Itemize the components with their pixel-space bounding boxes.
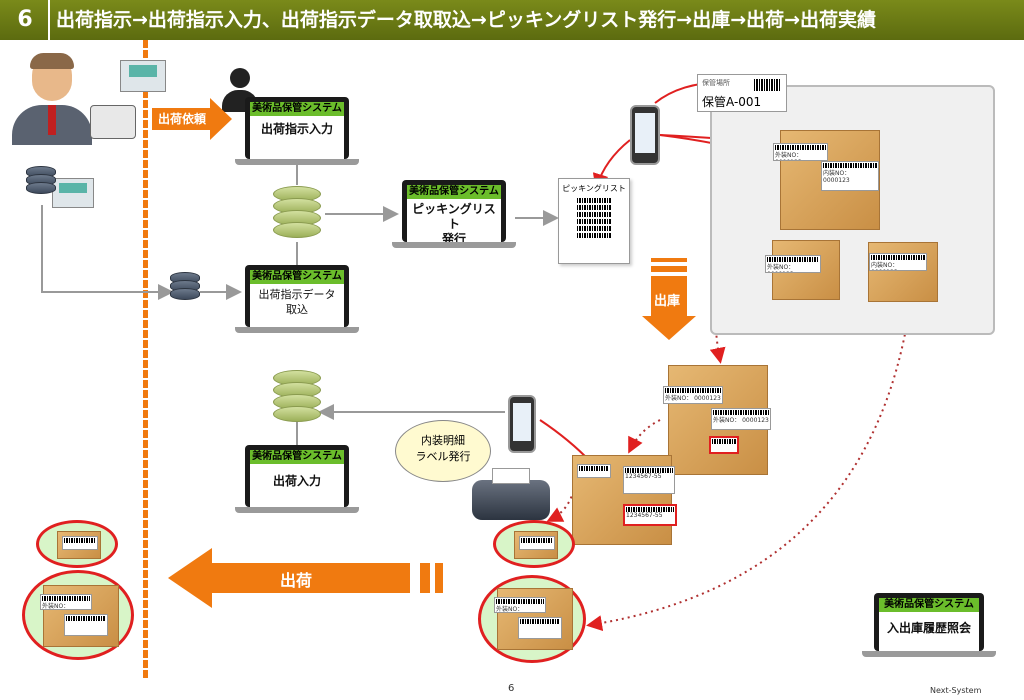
header-bar [0,0,1024,40]
handheld-scanner [630,105,660,165]
laptop-data-import: 美術品保管システム出荷指示データ取込 [245,265,349,327]
staged-item-small [493,520,575,568]
gray-connector-1 [41,160,559,445]
outbound-label: 出庫 [654,294,681,309]
shipped-item-large: 外装NO： 0000123 [22,570,134,660]
ship-label: 出荷 [280,571,313,590]
cardboard-box: 外装NO： 0000123 [765,240,840,300]
picking-list-document: ピッキングリスト [558,178,630,264]
slide-number: 6 [17,7,33,32]
laptop-ship-input: 美術品保管システム出荷入力 [245,445,349,507]
brand-footer: Next-System [930,686,982,695]
slide-title: 出荷指示→出荷指示入力、出荷指示データ取取込→ピッキングリスト発行→出庫→出荷→… [56,9,877,31]
mail-icon [120,60,166,92]
system-band: 美術品保管システム [250,102,344,116]
database-icon-ship [273,370,321,422]
cardboard-box: 外装NO： 0000123内装NO： 0000123 [773,130,880,230]
server-icon [26,166,56,194]
handheld-scanner-2 [508,395,536,453]
label-printer-icon [472,468,550,520]
request-arrow [152,108,212,130]
ship-arrow [210,563,410,593]
request-label: 出荷依頼 [158,112,207,126]
outbound-arrow [651,258,687,262]
boundary-line [143,40,148,680]
laptop-instruction-input: 美術品保管システム出荷指示入力 [245,97,349,159]
laptop-picking-list: 美術品保管システムピッキングリスト発行 [402,180,506,246]
laptop-history: 美術品保管システム入出庫履歴照会 [874,593,984,651]
person-icon [12,53,102,145]
location-tag: 保管場所 保管A-001 [697,74,787,112]
page-number: 6 [508,683,515,694]
telephone-icon [90,105,136,139]
laptop-label: 出荷指示入力 [260,122,333,136]
shipped-item-small [36,520,118,568]
cardboard-box: 内装NO： 0000123 [868,242,938,302]
database-icon [273,186,321,238]
mail-icon-2 [52,178,94,208]
header-divider [48,0,50,40]
staged-item-large: 外装NO： 0000123 [478,575,586,663]
import-server-icon [170,272,200,300]
label-print-bubble: 内装明細ラベル発行 [395,420,491,482]
